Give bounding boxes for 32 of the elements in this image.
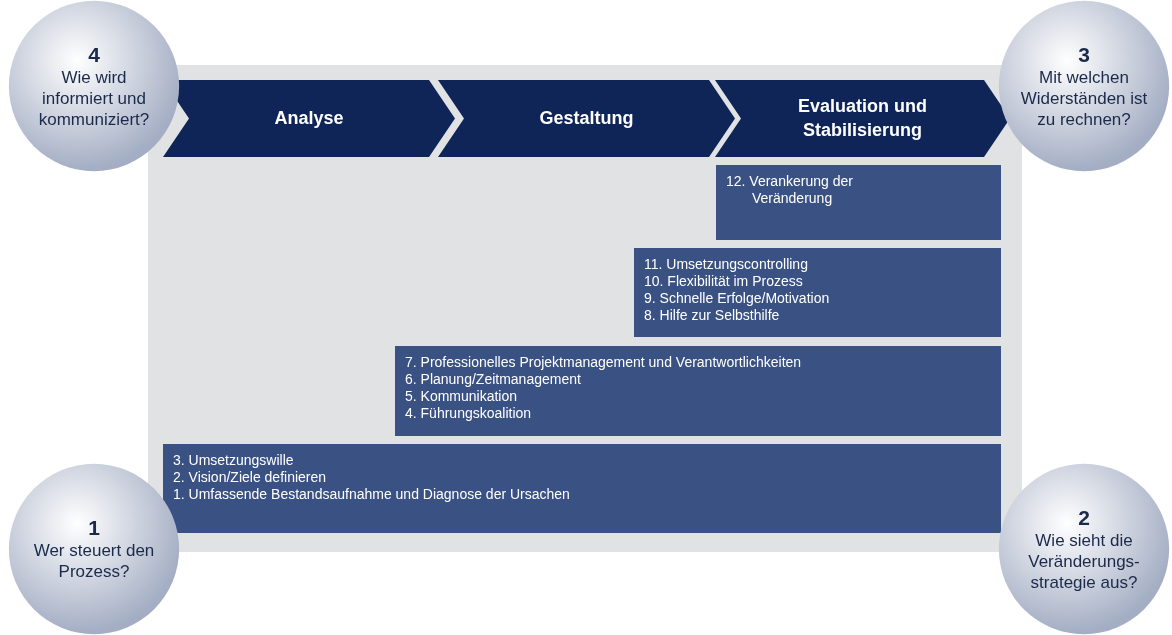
- step-item: 8. Hilfe zur Selbsthilfe: [644, 307, 781, 324]
- step-item: 2. Vision/Ziele definieren: [173, 469, 328, 486]
- step-item: 7. Professionelles Projektmanagement und Verantwortlichkeiten: [405, 354, 803, 371]
- question-text: Wie wird informiert und kommuniziert?: [37, 66, 151, 130]
- step-item: 11. Umsetzungscontrolling: [644, 256, 809, 273]
- step-item: 12. Verankerung der Veränderung: [726, 173, 854, 207]
- question-text: Wie sieht die Veränderungs-strategie aus?: [1027, 529, 1141, 593]
- phase-banner: [438, 80, 735, 157]
- step-item: 1. Umfassende Bestandsaufnahme und Diagnose der Ursachen: [173, 486, 571, 503]
- step-item: 6. Planung/Zeitmanagement: [405, 371, 582, 388]
- phase-label: Analyse: [274, 106, 344, 130]
- question-number: 1: [88, 516, 100, 540]
- step-band: [395, 346, 1001, 436]
- step-item: 5. Kommunikation: [405, 388, 519, 405]
- phase-banner: [715, 80, 1010, 157]
- step-item: 9. Schnelle Erfolge/Motivation: [644, 290, 831, 307]
- question-circle: [998, 0, 1170, 172]
- step-band: [163, 444, 1001, 533]
- question-circle: [8, 0, 180, 172]
- step-band: [634, 248, 1001, 337]
- question-circle: [998, 463, 1170, 635]
- question-text: Wer steuert den Prozess?: [32, 540, 156, 582]
- question-number: 3: [1078, 42, 1090, 67]
- step-band: [716, 165, 1001, 240]
- phase-label: Evaluation und Stabilisierung: [797, 95, 928, 142]
- step-item: 3. Umsetzungswille: [173, 452, 295, 469]
- question-text: Mit welchen Widerständen ist zu rechnen?: [1020, 66, 1148, 130]
- step-item: 10. Flexibilität im Prozess: [644, 273, 804, 290]
- step-item: 4. Führungskoalition: [405, 405, 533, 422]
- question-number: 2: [1078, 505, 1090, 530]
- question-number: 4: [88, 42, 100, 67]
- phase-label: Gestaltung: [539, 106, 634, 130]
